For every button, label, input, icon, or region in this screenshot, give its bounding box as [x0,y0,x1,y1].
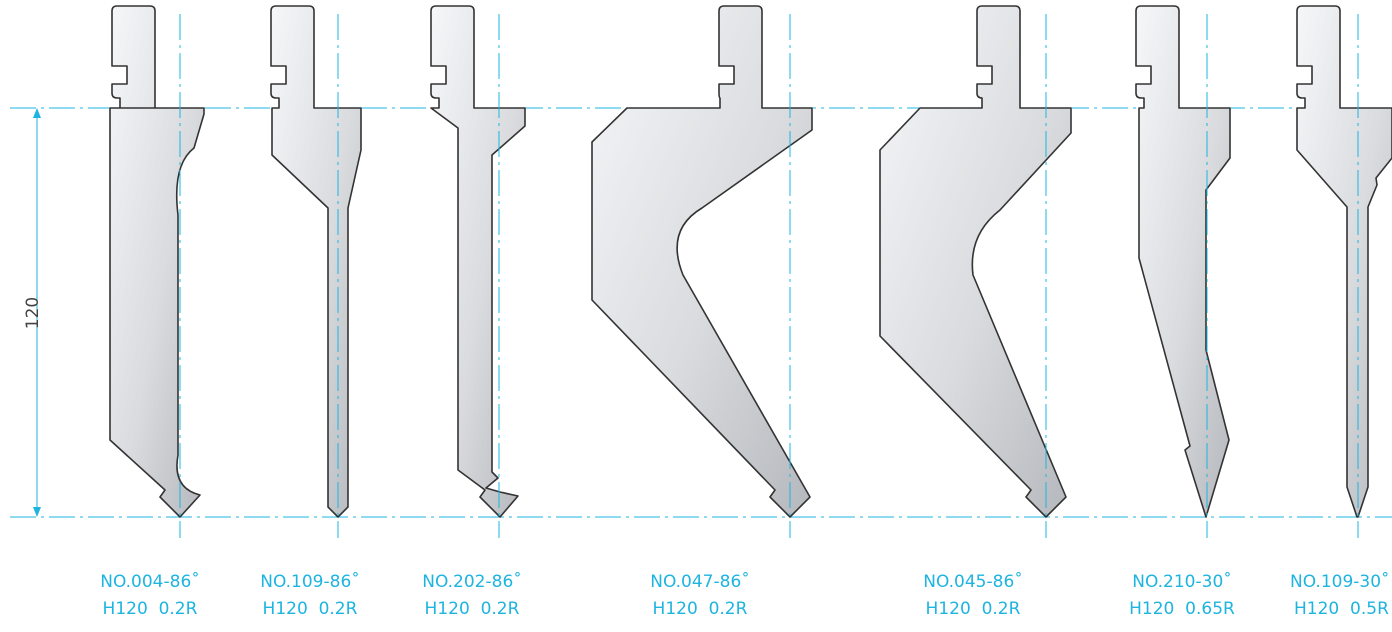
tool-no-109-30 [1296,5,1392,538]
tool-spec-2: H120 0.2R [263,599,358,619]
tool-no-210-30 [1135,5,1231,538]
tool-no-047-86 [591,5,813,538]
tool-spec-5: H120 0.2R [926,599,1021,619]
tool-spec-4: H120 0.2R [653,599,748,619]
tool-code-1: NO.004-86˚ [100,571,200,592]
tool-code-5: NO.045-86˚ [923,571,1023,592]
tool-spec-3: H120 0.2R [425,599,520,619]
tool-captions: NO.004-86˚ H120 0.2R NO.109-86˚ H120 0.2… [100,571,1389,619]
tool-no-004-86 [109,5,205,538]
tool-spec-6: H120 0.65R [1129,599,1235,619]
tool-code-7: NO.109-30˚ [1290,571,1390,592]
tool-code-2: NO.109-86˚ [260,571,360,592]
tool-spec-7: H120 0.5R [1294,599,1389,619]
tool-code-6: NO.210-30˚ [1132,571,1232,592]
tool-code-3: NO.202-86˚ [422,571,522,592]
tool-no-045-86 [879,5,1072,538]
tool-code-4: NO.047-86˚ [650,571,750,592]
height-dimension: 120 [23,108,43,517]
height-dimension-label: 120 [23,297,43,329]
tool-no-109-86 [270,5,362,538]
tool-spec-1: H120 0.2R [103,599,198,619]
tool-no-202-86 [430,5,526,538]
